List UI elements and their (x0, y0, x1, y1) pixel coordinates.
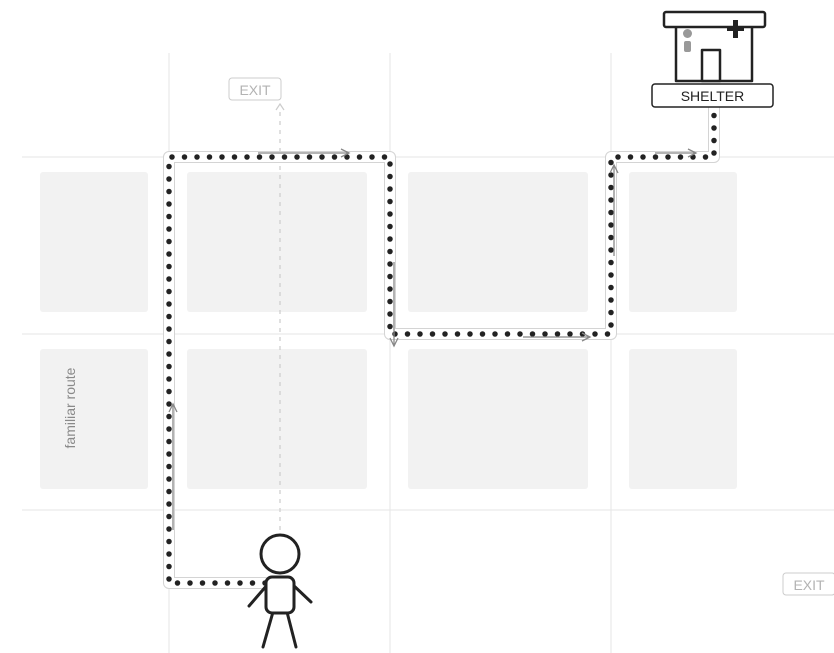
city-block (40, 349, 148, 489)
shelter-label: SHELTER (681, 88, 745, 104)
shelter-window-icon (683, 29, 692, 52)
route-arrow-right-icon (523, 332, 592, 342)
shelter-roof (662, 10, 767, 29)
city-block (187, 349, 367, 489)
shelter-sign-frame (651, 83, 774, 108)
shelter-sign: SHELTER (651, 83, 774, 108)
exit-arrowhead-icon (275, 102, 285, 111)
city-block (187, 172, 367, 312)
route-arrow-right-icon (655, 148, 698, 158)
shelter-cross-icon (727, 20, 744, 38)
person-head (259, 533, 301, 575)
shelter-door (700, 48, 722, 83)
exit-label-right: EXIT (793, 577, 825, 593)
exit-sign-right: EXIT (782, 572, 834, 596)
city-block (40, 172, 148, 312)
route-label: familiar route (62, 367, 78, 448)
route-arrow-up-icon (168, 402, 178, 530)
shelter-building-icon (662, 10, 767, 83)
exit-label-top: EXIT (239, 82, 271, 98)
exit-sign-top: EXIT (228, 77, 282, 101)
person-body (264, 575, 296, 615)
route-direction-arrows (168, 148, 698, 530)
city-block (408, 172, 588, 312)
exit-sign-right-frame (782, 572, 834, 596)
city-blocks (40, 172, 737, 489)
person-leg-left (261, 610, 275, 649)
route-arrow-up-icon (609, 163, 619, 256)
familiar-route-path (166, 105, 717, 586)
city-block (629, 349, 737, 489)
route-arrow-right-icon (258, 148, 351, 158)
exit-sign-top-frame (228, 77, 282, 101)
city-block (629, 172, 737, 312)
person-figure-icon (247, 533, 313, 649)
person-leg-right (285, 610, 298, 649)
route-arrow-down-icon (389, 262, 399, 348)
city-block (408, 349, 588, 489)
